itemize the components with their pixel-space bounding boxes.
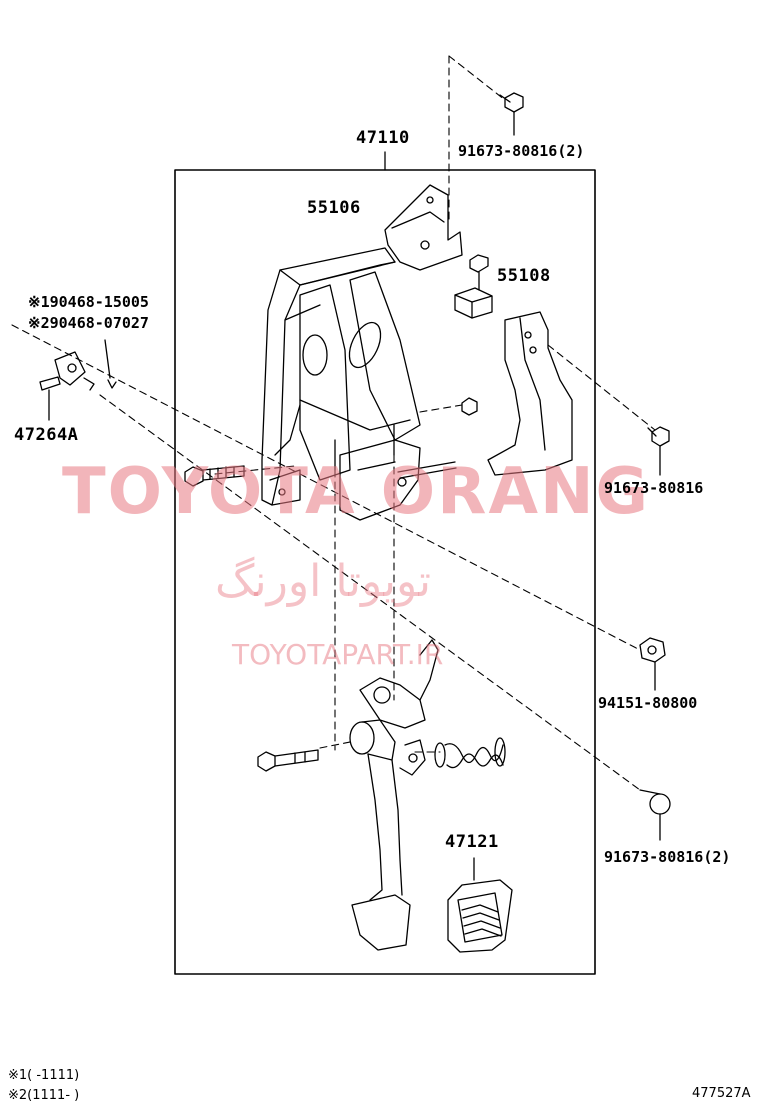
long-bolt-drawing [184,465,245,487]
top-bolt-drawing [499,92,524,136]
footnote-1: ※1( -1111) [8,1068,80,1083]
watermark-brand-fa: تویوتا اورنگ [215,556,431,607]
footnote-2: ※2(1111- ) [8,1088,80,1103]
bracket-drawing [261,184,463,521]
label-nut: 94151-80800 [598,694,698,712]
label-bolt-bottom: 91673-80816(2) [604,848,731,866]
label-pedal-pad: 47121 [445,832,499,852]
pedal-bolt-drawing [257,749,319,772]
flange-nut-drawing [639,637,666,691]
watermark-site: TOYOTAPART.IR [232,638,444,671]
diagram-id: 477527A [692,1086,751,1101]
right-bolt-drawing [647,426,670,476]
clip-nut-drawing [454,254,493,319]
pedal-arm-drawing [349,639,439,951]
label-bolt-top: 91673-80816(2) [458,142,585,160]
label-bracket: 55106 [307,198,361,218]
label-support: 55108 [497,266,551,286]
center-nut-drawing [461,397,478,416]
label-note1-part: ※190468-15005 [28,293,149,311]
watermark-brand: TOYOTA ORANG [62,455,651,529]
label-bracket-assy: 47110 [356,128,410,148]
label-note2-part: ※290468-07027 [28,314,149,332]
return-spring-drawing [434,737,506,769]
bottom-bolt-drawing [639,789,671,841]
label-47264a: 47264A [14,425,79,445]
pin-clip-drawing [39,339,117,421]
label-bolt-right: 91673-80816 [604,479,704,497]
support-drawing [487,311,573,476]
pedal-pad-drawing [447,857,513,953]
